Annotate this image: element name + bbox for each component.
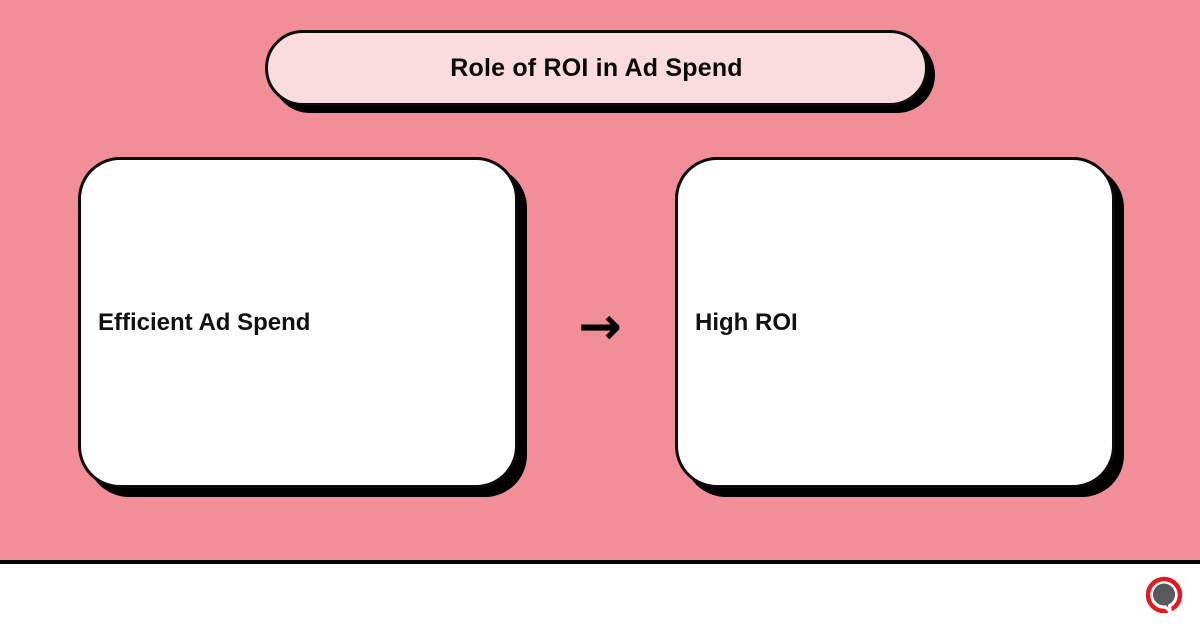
node-label: Efficient Ad Spend: [98, 308, 311, 336]
logo-bubble-body: [1153, 583, 1175, 606]
footer-bar: [0, 560, 1200, 630]
node-card-efficient-ad-spend: Efficient Ad Spend: [78, 157, 518, 488]
title-banner: Role of ROI in Ad Spend: [265, 30, 928, 106]
logo-ring: [1145, 576, 1183, 614]
page-title: Role of ROI in Ad Spend: [450, 53, 743, 82]
speech-bubble-logo-icon: [1145, 576, 1183, 614]
node-card-high-roi: High ROI: [675, 157, 1115, 488]
node-label: High ROI: [695, 308, 798, 336]
right-arrow-icon: →: [578, 297, 622, 357]
